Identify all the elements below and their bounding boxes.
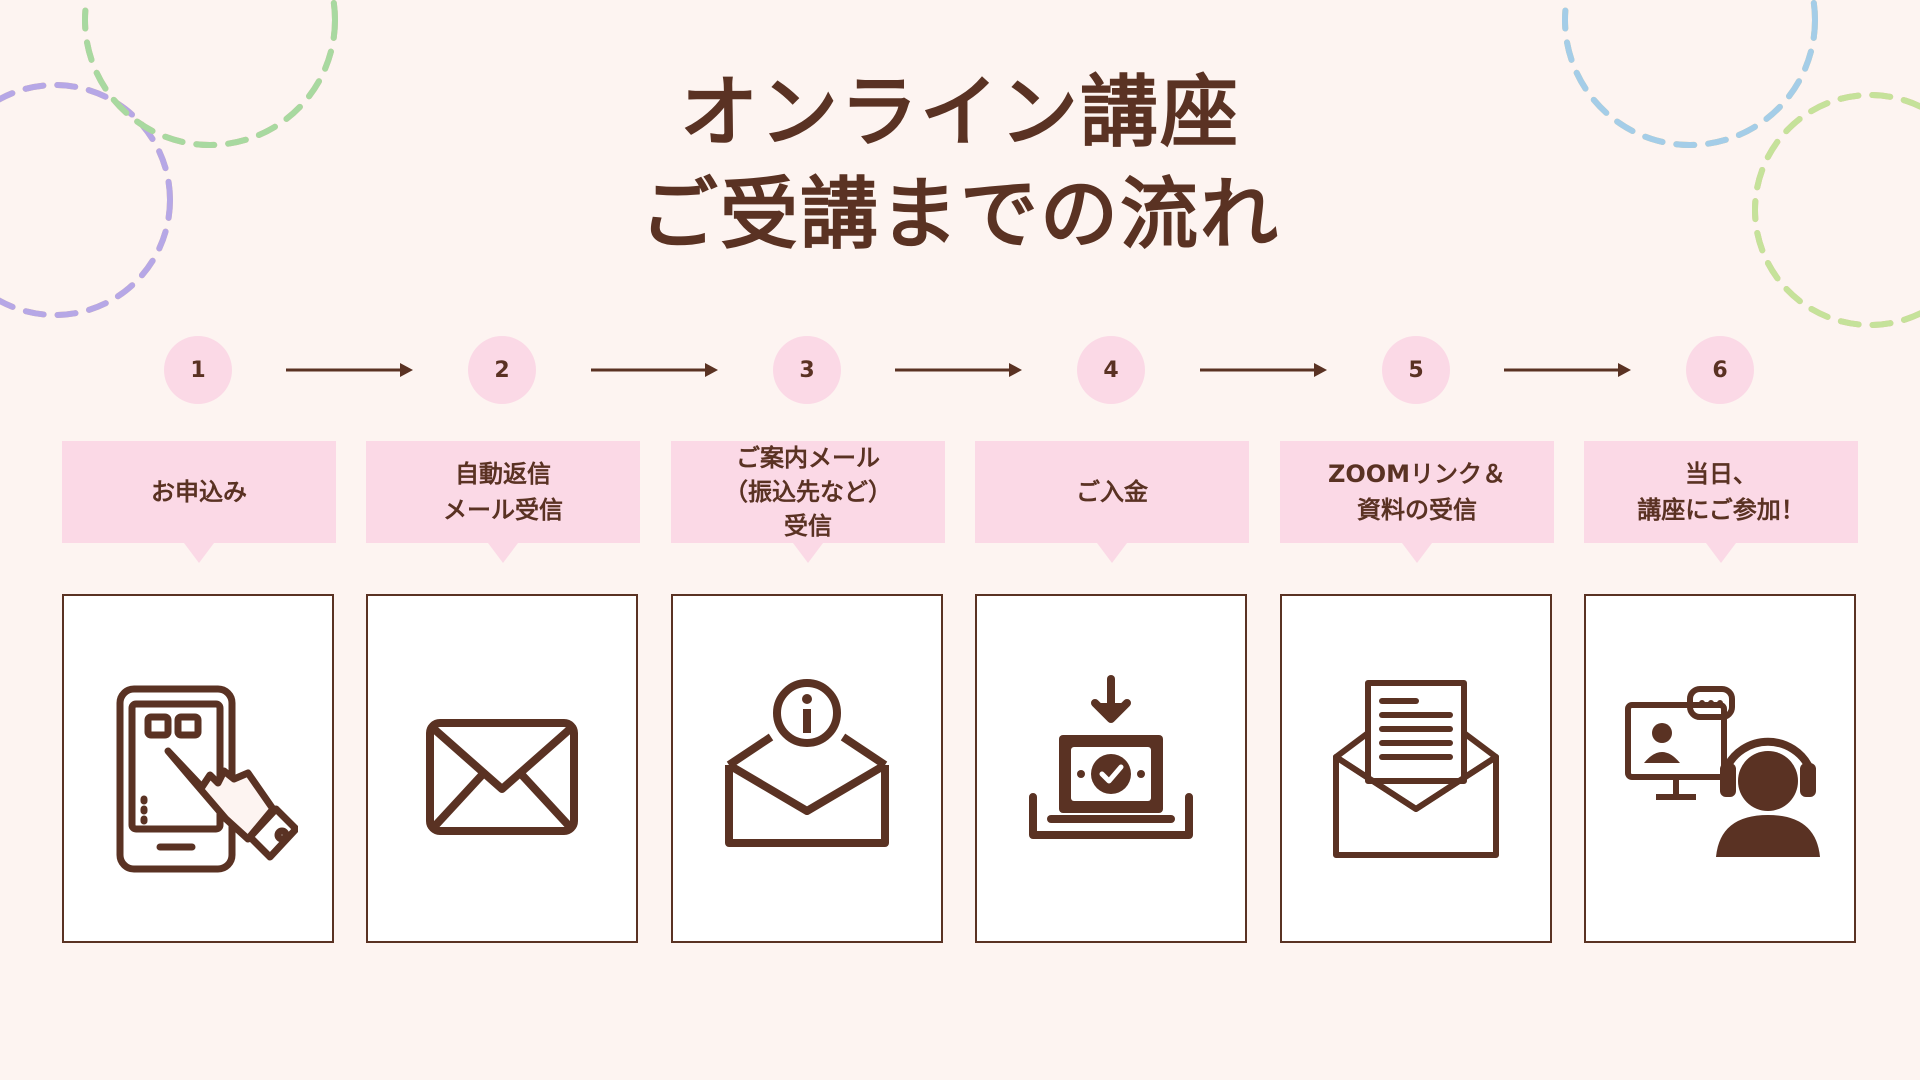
step-number-5: 5 (1382, 336, 1450, 404)
step-number-1: 1 (164, 336, 232, 404)
step-card-1 (62, 594, 334, 943)
arrow-right-icon (1504, 363, 1631, 377)
info-mail-icon (725, 678, 889, 847)
arrow-right-icon (286, 363, 413, 377)
arrow-right-icon (591, 363, 718, 377)
step-number-2: 2 (468, 336, 536, 404)
step-card-5 (1280, 594, 1552, 943)
smartphone-tap-icon (116, 685, 298, 872)
arrow-right-icon (1200, 363, 1327, 377)
step-label-1: お申込み (62, 441, 336, 563)
step-number-6: 6 (1686, 336, 1754, 404)
step-label-6: 当日、 講座にご参加！ (1584, 441, 1858, 563)
step-card-3 (671, 594, 943, 943)
money-deposit-icon (1029, 674, 1193, 839)
step-card-2 (366, 594, 638, 943)
envelope-icon (426, 718, 578, 835)
step-number-3: 3 (773, 336, 841, 404)
step-label-4: ご入金 (975, 441, 1249, 563)
document-mail-icon (1333, 679, 1499, 858)
online-meeting-icon (1625, 685, 1820, 857)
step-card-4 (975, 594, 1247, 943)
step-label-5: ZOOMリンク＆ 資料の受信 (1280, 441, 1554, 563)
page-title: オンライン講座 ご受講までの流れ (0, 62, 1920, 266)
title-line-1: オンライン講座 (679, 68, 1240, 158)
title-line-2: ご受講までの流れ (639, 170, 1280, 260)
arrow-right-icon (895, 363, 1022, 377)
step-label-3: ご案内メール （振込先など） 受信 (671, 441, 945, 563)
step-number-4: 4 (1077, 336, 1145, 404)
step-card-6 (1584, 594, 1856, 943)
step-label-2: 自動返信 メール受信 (366, 441, 640, 563)
